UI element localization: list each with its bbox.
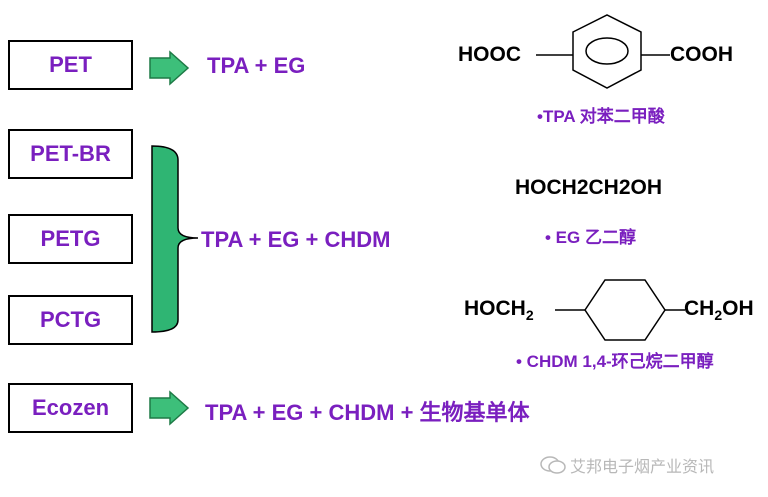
pet-box: PET: [8, 40, 133, 90]
chdm-left-group: HOCH2: [464, 297, 534, 323]
petg-label: PETG: [40, 226, 101, 251]
pctg-label: PCTG: [39, 307, 102, 332]
ecozen-label: Ecozen: [31, 395, 110, 420]
pet-product-text: TPA + EG: [207, 53, 306, 78]
watermark: 艾邦电子烟产业资讯: [540, 453, 714, 477]
tpa-caption: •TPA 对苯二甲酸: [537, 107, 665, 126]
chdm-right-sub: 2: [714, 307, 723, 324]
cyclohexane-ring-icon: [555, 279, 685, 341]
chdm-right-pre: CH: [684, 297, 715, 320]
ecozen-product-text: TPA + EG + CHDM + 生物基单体: [205, 400, 530, 425]
wechat-icon: [540, 456, 566, 474]
watermark-text: 艾邦电子烟产业资讯: [570, 459, 715, 476]
pet-br-label: PET-BR: [30, 141, 111, 166]
chdm-right-group: CH2OH: [684, 297, 754, 323]
tpa-right-group: COOH: [670, 43, 733, 66]
group-bracket-icon: [151, 145, 199, 333]
chdm-left-sub: 2: [525, 307, 534, 324]
tpa-left-group: HOOC: [458, 43, 521, 66]
pet-label: PET: [49, 52, 92, 77]
petg-box: PETG: [8, 214, 133, 264]
ecozen-arrow-icon: [149, 390, 190, 426]
pctg-box: PCTG: [8, 295, 133, 345]
chdm-caption: • CHDM 1,4-环己烷二甲醇: [516, 352, 714, 371]
chdm-right-post: OH: [722, 297, 754, 320]
eg-caption: • EG 乙二醇: [545, 228, 636, 247]
benzene-ring-icon: [536, 14, 670, 89]
pet-br-box: PET-BR: [8, 129, 133, 179]
group-product-text: TPA + EG + CHDM: [201, 227, 391, 252]
chdm-left-main: HOCH: [464, 297, 526, 320]
ecozen-box: Ecozen: [8, 383, 133, 433]
eg-formula: HOCH2CH2OH: [515, 176, 663, 199]
pet-arrow-icon: [149, 50, 190, 86]
